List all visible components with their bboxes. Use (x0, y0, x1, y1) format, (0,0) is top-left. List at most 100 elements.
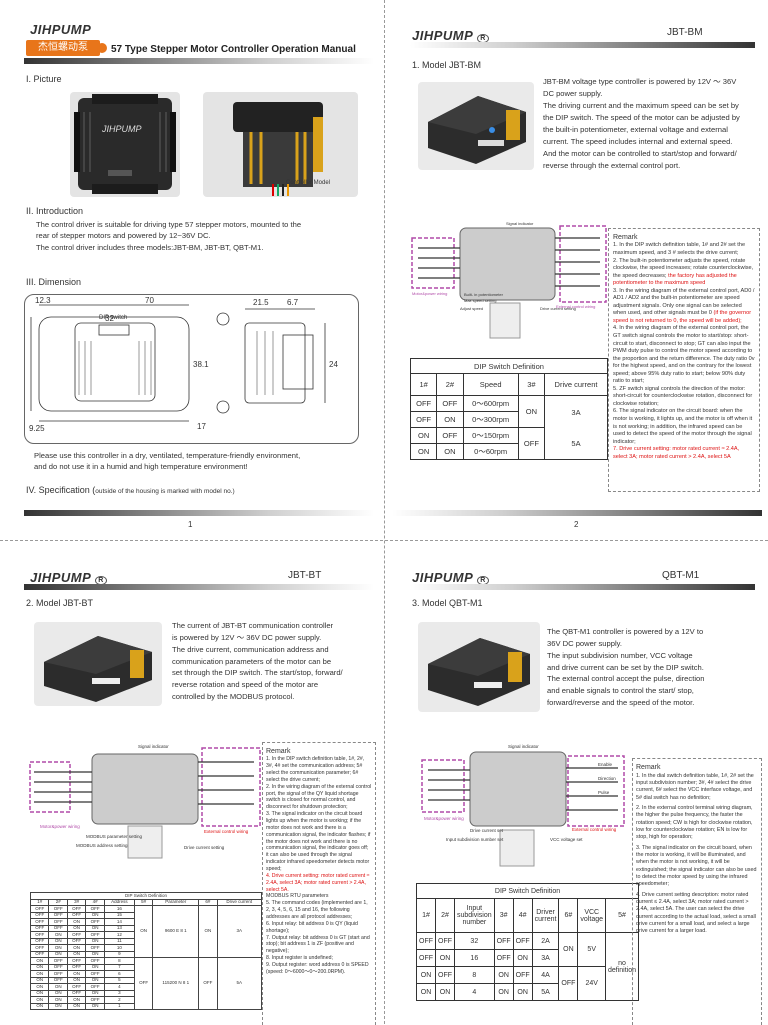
table-cell: 9 (103, 950, 135, 958)
table-cell: ON (66, 996, 87, 1004)
table-cell: 4 (454, 983, 495, 1001)
desc-line: reverse rotation and speed of the motor … (172, 680, 319, 690)
jbt-bm-photo (418, 82, 534, 170)
dim-text-4: 9.25 (29, 424, 45, 433)
table-cell: OFF (66, 931, 87, 939)
table-cell: 11 (103, 937, 135, 945)
intro-line: The control driver is suitable for drivi… (36, 220, 302, 229)
table-cell: OFF (558, 966, 579, 1001)
table-cell: 0～150rpm (462, 427, 519, 444)
diagram-label-1: Motor&power wiring (412, 291, 447, 296)
table-cell: 16 (454, 949, 495, 967)
table-cell: OFF (409, 411, 438, 428)
table-cell: OFF (66, 989, 87, 997)
footer-rule (24, 510, 374, 516)
diagram-label-1: Motor&power wiring (424, 816, 464, 821)
table-cell: 2A (531, 932, 560, 950)
table-cell: 8 (454, 966, 495, 984)
table-cell: OFF (48, 976, 68, 984)
table-cell: OFF (493, 932, 514, 950)
table-cell: 24V (577, 966, 606, 1001)
diagram-label-4: Adjust speed (460, 306, 483, 311)
table-cell: ON (48, 931, 68, 939)
table-cell: OFF (517, 427, 546, 460)
current-value: 3A (571, 407, 581, 417)
table-header: Input subdivision number (454, 898, 495, 933)
table-cell: OFF (85, 983, 105, 991)
desc-line: The current of JBT-BT communication cont… (172, 621, 334, 630)
table-cell: 15 (103, 911, 135, 919)
table-cell: ON (436, 443, 464, 460)
remark-item: 9. Output register: word address 0 is SP… (266, 962, 369, 975)
table-header: 4# (85, 898, 105, 906)
desc-line: And the motor can be controlled to start… (543, 148, 737, 158)
model-heading: 1. Model JBT-BM (412, 60, 482, 70)
model-description: The current of JBT-BT communication cont… (172, 620, 372, 703)
table-header: 3# (517, 373, 546, 396)
header-rule (24, 584, 374, 590)
diagram-label-0: Signal indicator (506, 221, 534, 226)
table-cell: OFF (435, 966, 455, 984)
remark-box: Remark 1. In the dial switch definition … (632, 758, 762, 1025)
table-cell: OFF (85, 905, 105, 913)
table-cell: ON (66, 918, 87, 926)
diagram-label-3: Max speed setting (464, 298, 496, 303)
remark-item: 5. The command codes (implemented are 1,… (266, 900, 368, 920)
dim-text-5: 21.5 (253, 298, 269, 307)
remark-item: 4. In the wiring diagram of the external… (613, 325, 755, 385)
remark-title: Remark (266, 748, 291, 755)
table-cell: OFF (409, 395, 438, 412)
desc-line: the built-in potentiometer, external vol… (543, 124, 728, 134)
introduction-text: The control driver is suitable for drivi… (36, 219, 376, 253)
table-cell: ON (493, 966, 514, 984)
remark-box: Remark 1. In the DIP switch definition t… (608, 228, 760, 492)
remark-item: 4. Drive current setting description: mo… (636, 891, 756, 935)
dim-text-6: 6.7 (287, 298, 299, 307)
table-cell: OFF (48, 970, 68, 978)
section-specification-heading: IV. Specification (outside of the housin… (26, 485, 235, 495)
table-cell: 4A (531, 966, 560, 984)
dip-switch-table-jbt-bt: DIP Switch Definition 1# 2# 3# 4# Addres… (29, 892, 263, 1010)
table-cell: ON (493, 983, 514, 1001)
table-cell: 4 (103, 983, 135, 991)
remark-item: 5. ZF switch signal controls the directi… (613, 385, 753, 407)
model-heading: 2. Model JBT-BT (26, 598, 94, 608)
table-cell: OFF (85, 944, 105, 952)
diagram-label-0: Signal indicator (138, 744, 169, 749)
dim-text-2: 70 (145, 296, 154, 305)
table-cell: OFF (48, 911, 68, 919)
table-header: 3# (493, 898, 514, 933)
table-cell: 5V (577, 932, 606, 967)
jbt-bt-photo (34, 622, 162, 706)
remark-item: 2. The built-in potentiometer adjusts th… (613, 257, 754, 287)
table-cell: OFF (512, 932, 533, 950)
current-value: 5A (571, 438, 581, 448)
dim-text-0: 12.3 (35, 296, 51, 305)
diagram-label-2: MODBUS parameter setting (86, 834, 143, 839)
note-line: Please use this controller in a dry, ven… (34, 451, 301, 460)
dip-switch-callout: DIP switch (99, 315, 127, 321)
remark-item: 7. Output relay: bit address 0 is GT (st… (266, 934, 370, 955)
table-cell: ON (512, 983, 533, 1001)
table-cell: 5 (103, 976, 135, 984)
cn-logo-badge: 杰恒螺动泵 (26, 40, 100, 56)
desc-line: is powered by 12V ～ 36V DC power supply. (172, 632, 322, 642)
table-cell: OFF (48, 924, 68, 932)
section-dimension-heading: III. Dimension (26, 277, 82, 287)
table-cell: ON (85, 950, 105, 958)
table-cell: OFF (493, 949, 514, 967)
table-cell: ON (435, 949, 455, 967)
brand-logo: JIHPUMP (30, 22, 92, 37)
remark-item: 1. In the dial switch definition table, … (636, 772, 754, 801)
remark-item: 1. In the DIP switch definition table, 1… (266, 756, 365, 783)
table-header: 6# (558, 898, 579, 933)
desc-line: 36V DC power supply. (547, 638, 622, 648)
remark-item: 1. In the DIP switch definition table, 1… (613, 242, 746, 256)
diagram-label-3: Input subdivision number set (446, 837, 504, 842)
desc-line: current. The speed includes internal and… (543, 136, 733, 146)
table-cell: 6 (103, 970, 135, 978)
model-description: JBT-BM voltage type controller is powere… (543, 76, 761, 172)
table-header: 3# (66, 898, 87, 906)
remark-item: 3. The signal indicator on the circuit b… (266, 811, 371, 872)
